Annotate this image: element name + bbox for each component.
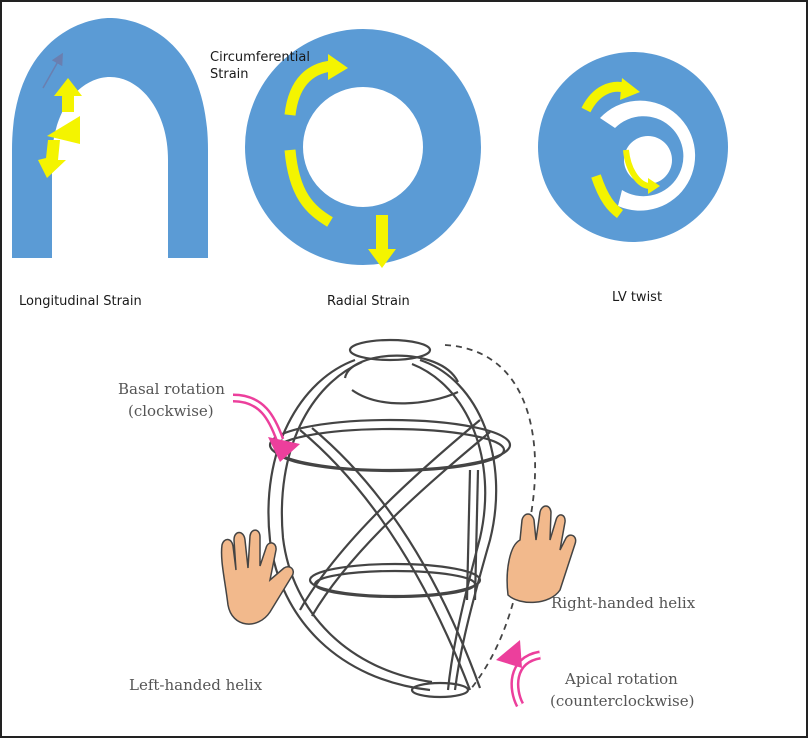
left-hand-icon — [220, 529, 295, 625]
basal-rotation-direction-label: (clockwise) — [128, 402, 214, 420]
basal-rotation-arrow-icon — [232, 393, 300, 462]
twist-lower-arc — [591, 174, 624, 218]
left-outer-band-2 — [280, 360, 433, 684]
radial-strain-panel — [245, 29, 481, 268]
apex-ring — [410, 681, 470, 699]
up-arrow-icon — [54, 78, 82, 112]
twist-outer-arrow-head-icon — [620, 78, 640, 100]
radial-down-arrow-icon — [368, 249, 396, 268]
right-outer-band-2 — [411, 362, 487, 691]
cross-band-d — [311, 431, 491, 617]
helix-heart — [267, 338, 536, 699]
diamond-arrow-icon — [47, 116, 80, 144]
circumferential-label-line1: Circumferential — [210, 50, 310, 65]
right-handed-helix-label: Right-handed helix — [551, 594, 696, 612]
right-outer-band — [419, 358, 498, 691]
basal-rotation-label: Basal rotation — [118, 380, 225, 398]
twist-inner-hole — [624, 136, 672, 184]
belt-lower-inner — [313, 569, 477, 599]
radial-ring-shape — [245, 29, 481, 265]
circumferential-label-line2: Strain — [210, 67, 249, 82]
direction-arrow-icon — [42, 52, 63, 89]
right-hand-icon — [506, 505, 577, 604]
circumferential-lower-arc — [284, 149, 333, 227]
vertical-band-2 — [465, 469, 472, 601]
heart-cap-fringe — [351, 389, 459, 405]
longitudinal-strain-label: Longitudinal Strain — [19, 294, 142, 309]
circumferential-arrow-head-icon — [328, 54, 348, 80]
circumferential-arc-arrow — [284, 60, 333, 116]
twist-white-spiral — [600, 100, 696, 211]
cross-band-b — [311, 427, 482, 689]
apical-rotation-direction-label: (counterclockwise) — [550, 692, 694, 710]
helix-dashed-outline — [444, 344, 536, 691]
heart-top-cap — [343, 354, 459, 383]
lv-twist-panel — [538, 52, 728, 242]
longitudinal-strain-panel — [12, 18, 208, 258]
longitudinal-wall-shape — [12, 18, 208, 258]
down-arrow-icon — [38, 140, 66, 178]
cross-band-c — [299, 419, 481, 611]
lv-twist-label: LV twist — [612, 290, 662, 305]
left-handed-helix-label: Left-handed helix — [129, 676, 263, 694]
apical-rotation-label: Apical rotation — [564, 670, 678, 688]
twist-inner-arc-arrow — [623, 149, 651, 189]
radial-strain-label: Radial Strain — [327, 294, 410, 309]
left-outer-band — [267, 358, 431, 692]
cross-band-a — [299, 429, 472, 691]
apical-rotation-arrow-icon — [496, 640, 542, 708]
radial-arrow-shaft — [376, 215, 388, 251]
heart-base-ring — [348, 338, 432, 362]
twist-inner-arrow-head-icon — [648, 178, 660, 194]
vertical-band — [473, 469, 480, 601]
